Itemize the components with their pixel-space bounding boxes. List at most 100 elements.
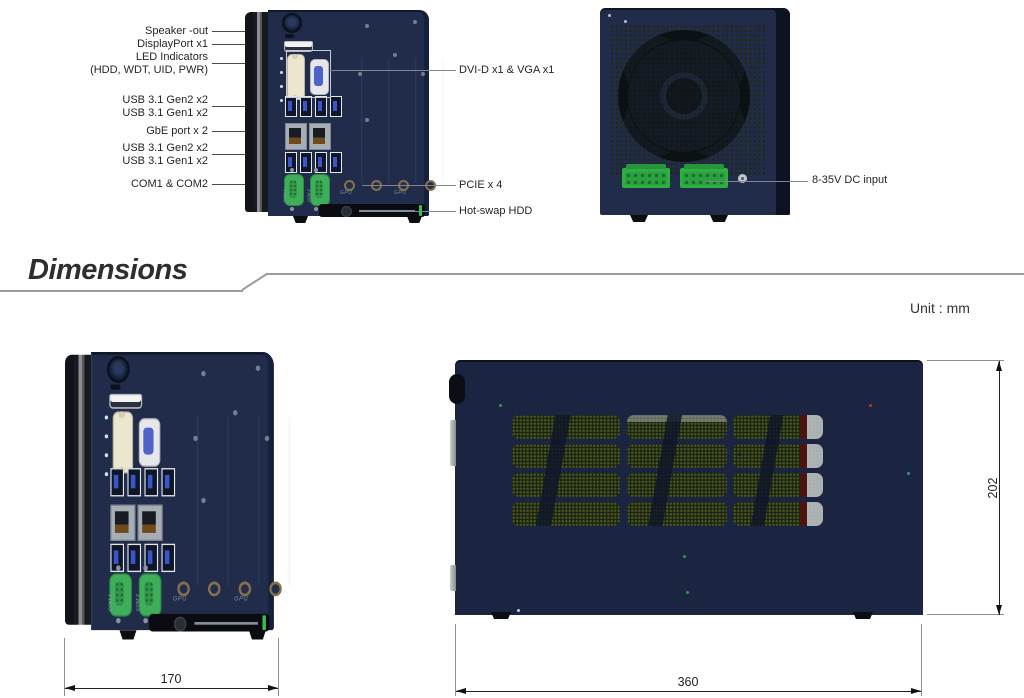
usb-port [161, 543, 176, 573]
usb-port [127, 468, 142, 497]
screw-dot [255, 365, 261, 371]
led-indicator [280, 57, 283, 60]
hot-swap-hdd-tray [148, 613, 270, 632]
dimension-arrow [268, 685, 278, 691]
vent-strip [627, 473, 727, 497]
header-divider-diagonal [241, 272, 268, 291]
screw-dot [608, 14, 611, 17]
front-panel-device: COM 1 COM 2 GPU GPU [65, 352, 292, 641]
led-indicator [104, 415, 109, 420]
callout-label: 8-35V DC input [812, 174, 888, 186]
com1-port-label: COM 1 [106, 594, 113, 612]
screw-dot [201, 370, 206, 377]
usb-port [110, 468, 125, 497]
ethernet-port [285, 123, 307, 150]
usb-port [110, 543, 125, 573]
screw-dot [365, 118, 369, 122]
vent-strip [512, 502, 620, 526]
power-button [282, 13, 302, 33]
pcie-slot-covers [361, 58, 445, 183]
screw-dot [264, 435, 270, 442]
displayport-port [284, 41, 313, 52]
chassis-foot [293, 216, 308, 223]
ethernet-port [110, 504, 136, 541]
hot-swap-hdd-tray [319, 204, 425, 217]
screw-dot [358, 72, 362, 76]
ethernet-port [137, 504, 163, 541]
dimension-line [456, 691, 921, 692]
thumbscrew [177, 581, 190, 597]
screw-dot [907, 472, 910, 475]
chassis-foot [119, 630, 137, 640]
dimension-value: 202 [986, 477, 1000, 499]
screw-dot [193, 435, 198, 442]
gpu-slot-label: GPU [234, 595, 249, 604]
com-port [310, 174, 330, 206]
extension-line [64, 638, 65, 696]
com2-port-label: COM 2 [134, 594, 140, 612]
screw-dot [869, 404, 872, 407]
usb-port [330, 96, 342, 117]
dc-terminal-block [622, 164, 670, 188]
extension-line [921, 624, 922, 696]
leader-line [408, 211, 456, 212]
screw-dot [686, 591, 689, 594]
led-indicator [280, 85, 283, 88]
leader-line [705, 181, 808, 182]
side-view-device [449, 360, 923, 619]
thumbscrew [208, 581, 221, 597]
vent-strip [627, 502, 727, 526]
front-panel-device: COM 1 COM 2 GPU GPU [245, 10, 445, 224]
screw-dot [290, 168, 294, 172]
dimension-line [65, 688, 278, 689]
screw-dot [232, 410, 238, 416]
extension-line [927, 614, 1004, 615]
usb-port [315, 152, 327, 173]
dc-terminal-block [680, 164, 728, 188]
chassis-foot [407, 216, 422, 223]
gbe-ports [285, 123, 331, 150]
callout-label: GbE port x 2 [146, 125, 208, 137]
screw-dot [116, 617, 121, 624]
heatsink-fins [65, 354, 92, 625]
leader-line [330, 70, 456, 71]
screw-dot [314, 207, 318, 211]
screw-dot [624, 20, 627, 23]
dimension-arrow [911, 688, 921, 694]
power-button [106, 356, 130, 384]
grounding-screw [738, 174, 747, 183]
hdd-tray-handle [194, 622, 258, 625]
com-port [109, 573, 132, 617]
callout-label: Hot-swap HDD [459, 205, 533, 217]
vent-strip [512, 473, 620, 497]
usb-port [300, 152, 312, 173]
callout-label: COM1 & COM2 [130, 178, 208, 190]
extension-line [278, 638, 279, 696]
dimension-arrow [996, 605, 1002, 615]
usb-ports-bottom [110, 543, 176, 573]
screw-dot [738, 453, 741, 456]
vent-group [627, 415, 727, 526]
com-port [284, 174, 304, 206]
leader-line [212, 63, 272, 64]
led-indicator [104, 434, 109, 439]
dimension-value: 360 [677, 675, 699, 689]
vent-group [733, 415, 823, 526]
chassis-foot [853, 612, 873, 619]
screw-dot [393, 53, 397, 57]
dimension-arrow [65, 685, 75, 691]
usb-port [285, 96, 297, 117]
hdd-tray-button [173, 616, 187, 632]
callout-label: (HDD, WDT, UID, PWR) [90, 64, 208, 76]
heatsink-fins [245, 12, 268, 212]
com2-port-label: COM 2 [306, 189, 311, 202]
usb-port [161, 468, 176, 497]
dvi-port [112, 411, 134, 474]
callout-label: PCIE x 4 [459, 179, 503, 191]
displayport-port [109, 393, 143, 409]
ethernet-port [309, 123, 331, 150]
com-ports [284, 174, 330, 206]
screw-dot [116, 565, 121, 571]
vga-connector-inner [314, 66, 323, 86]
vent-strip [733, 444, 823, 468]
